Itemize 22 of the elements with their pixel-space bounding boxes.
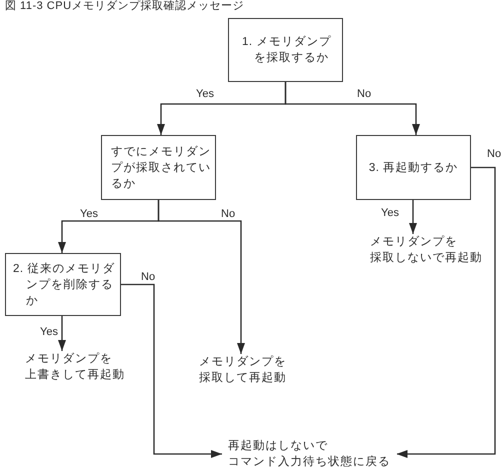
result-text: メモリダンプを採取しないで再起動 bbox=[370, 234, 482, 266]
decision-box: 3. 再起動するか bbox=[356, 135, 471, 200]
decision-box: 1. メモリダンプを採取するか bbox=[228, 18, 343, 82]
edge-label: Yes bbox=[79, 208, 99, 220]
edge-label: Yes bbox=[39, 326, 59, 338]
decision-box: 2. 従来のメモリダンプを削除するか bbox=[5, 253, 121, 316]
figure-title: 図 11-3 CPUメモリダンプ採取確認メッセージ bbox=[5, 0, 244, 13]
arrow bbox=[396, 166, 496, 458]
arrow bbox=[58, 316, 66, 351]
edge-label: Yes bbox=[195, 88, 215, 100]
arrow bbox=[158, 200, 245, 354]
arrow bbox=[121, 284, 222, 458]
result-text: メモリダンプを採取して再起動 bbox=[199, 354, 286, 386]
arrow bbox=[284, 82, 420, 135]
edge-label: No bbox=[486, 148, 502, 160]
edge-label: No bbox=[140, 271, 156, 283]
edge-label: Yes bbox=[380, 207, 400, 219]
result-text: メモリダンプを上書きして再起動 bbox=[25, 351, 125, 383]
decision-box: すでにメモリダンプが採取されているか bbox=[101, 135, 216, 200]
edge-label: No bbox=[220, 208, 236, 220]
arrow bbox=[409, 200, 417, 234]
edge-label: No bbox=[356, 88, 372, 100]
